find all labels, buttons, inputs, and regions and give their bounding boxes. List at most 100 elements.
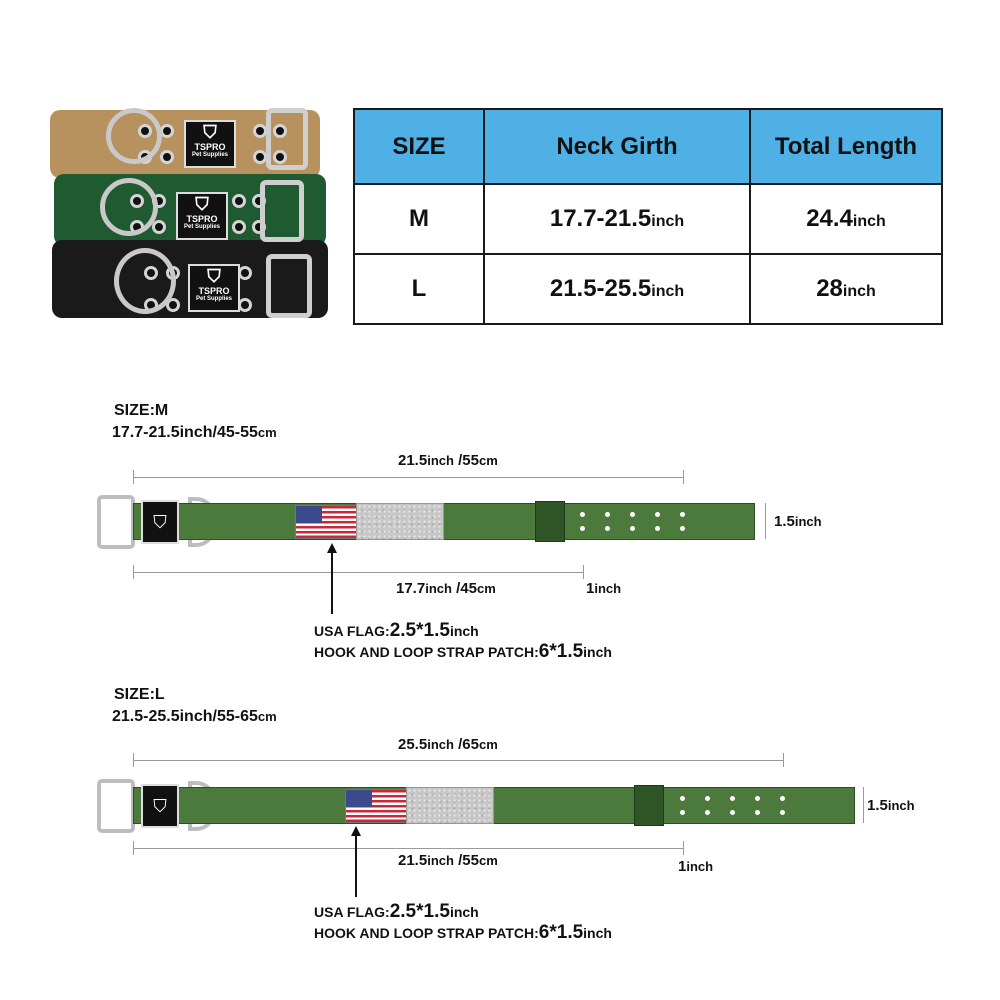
shield-icon: ⛉: [203, 122, 217, 142]
strap-hole: [630, 526, 635, 531]
hook-loop-patch: [406, 787, 494, 824]
dimension-tick: [133, 470, 134, 484]
grommet: [238, 298, 252, 312]
cell-size: L: [353, 253, 485, 325]
table-row: L 21.5-25.5inch 28inch: [353, 253, 943, 325]
grommet: [238, 266, 252, 280]
tag-sub: Pet Supplies: [183, 224, 220, 230]
strap-hole: [680, 796, 685, 801]
cell-length: 24.4inch: [749, 183, 943, 255]
strap-hole: [680, 512, 685, 517]
patch-size-label: HOOK AND LOOP STRAP PATCH:6*1.5inch: [314, 641, 612, 662]
strap-hole: [755, 796, 760, 801]
grommet: [232, 194, 246, 208]
strap-hole: [755, 810, 760, 815]
tag-sub: Pet Supplies: [195, 296, 232, 302]
strap-hole: [780, 810, 785, 815]
flag-icon: [296, 506, 356, 538]
header-size: SIZE: [353, 108, 485, 185]
product-photo: ⛉ TSPRO Pet Supplies ⛉ TSPRO Pet Supplie…: [48, 106, 338, 326]
dimension-line: [133, 760, 783, 761]
strap-hole: [705, 796, 710, 801]
strap-hole: [655, 526, 660, 531]
buckle: [266, 108, 308, 170]
strap-hole: [655, 512, 660, 517]
brand-tag-icon: ⛉: [141, 784, 179, 828]
cell-girth: 21.5-25.5inch: [483, 253, 751, 325]
collar-strap: [133, 503, 755, 540]
top-dimension-label: 21.5inch /55cm: [398, 452, 498, 469]
flag-icon: [346, 790, 406, 822]
width-dimension-label: 1.5inch: [867, 797, 915, 814]
grommet: [253, 124, 267, 138]
strap-hole: [580, 512, 585, 517]
grommet: [253, 150, 267, 164]
d-ring: [114, 248, 176, 314]
dimension-tick: [133, 565, 134, 579]
grommet: [160, 150, 174, 164]
cell-girth: 17.7-21.5inch: [483, 183, 751, 255]
tag-brand: TSPRO: [186, 214, 218, 224]
size-range: 17.7-21.5inch/45-55cm: [112, 424, 277, 441]
usa-flag-patch: [345, 789, 407, 823]
size-title: SIZE:M: [114, 402, 169, 419]
dimension-tick: [683, 470, 684, 484]
grommet: [232, 220, 246, 234]
strap-hole: [580, 526, 585, 531]
strap-hole: [780, 796, 785, 801]
header-neck-girth: Neck Girth: [483, 108, 751, 185]
arrow-shaft: [331, 552, 333, 614]
size-table-header-row: SIZE Neck Girth Total Length: [353, 108, 943, 185]
grommet: [152, 220, 166, 234]
strap-keeper: [634, 785, 664, 826]
size-title: SIZE:L: [114, 686, 165, 703]
brand-tag: ⛉ TSPRO Pet Supplies: [176, 192, 228, 240]
hook-loop-patch: [356, 503, 444, 540]
table-row: M 17.7-21.5inch 24.4inch: [353, 183, 943, 255]
arrow-shaft: [355, 835, 357, 897]
dimension-line: [133, 572, 583, 573]
strap-hole: [605, 526, 610, 531]
dimension-tick: [583, 565, 584, 579]
size-table: SIZE Neck Girth Total Length M 17.7-21.5…: [353, 108, 943, 325]
strap-hole: [730, 810, 735, 815]
buckle: [266, 254, 312, 318]
bottom-dimension-label: 17.7inch /45cm: [396, 580, 496, 597]
tag-brand: TSPRO: [198, 286, 230, 296]
width-tick: [765, 503, 766, 539]
buckle: [260, 180, 304, 242]
size-range: 21.5-25.5inch/55-65cm: [112, 708, 277, 725]
cell-size: M: [353, 183, 485, 255]
collar-strap: [133, 787, 855, 824]
tag-brand: TSPRO: [194, 142, 226, 152]
arrow-up-icon: [327, 543, 337, 553]
grommet: [160, 124, 174, 138]
top-dimension-label: 25.5inch /65cm: [398, 736, 498, 753]
tag-sub: Pet Supplies: [191, 152, 228, 158]
d-ring: [100, 178, 158, 236]
width-dimension-label: 1.5inch: [774, 513, 822, 530]
cell-length: 28inch: [749, 253, 943, 325]
flag-size-label: USA FLAG:2.5*1.5inch: [314, 620, 479, 641]
buckle-icon: [97, 779, 135, 833]
strap-hole: [630, 512, 635, 517]
buckle-icon: [97, 495, 135, 549]
gap-dimension-label: 1inch: [678, 858, 714, 875]
shield-icon: ⛉: [207, 266, 221, 286]
strap-hole: [605, 512, 610, 517]
flag-size-label: USA FLAG:2.5*1.5inch: [314, 901, 479, 922]
strap-hole: [705, 810, 710, 815]
brand-tag-icon: ⛉: [141, 500, 179, 544]
gap-dimension-label: 1inch: [586, 580, 622, 597]
dimension-tick: [133, 753, 134, 767]
usa-flag-patch: [295, 505, 357, 539]
header-total-length: Total Length: [749, 108, 943, 185]
d-ring: [106, 108, 162, 164]
dimension-line: [133, 477, 683, 478]
patch-size-label: HOOK AND LOOP STRAP PATCH:6*1.5inch: [314, 922, 612, 943]
dimension-line: [133, 848, 683, 849]
grommet: [273, 124, 287, 138]
grommet: [273, 150, 287, 164]
strap-hole: [730, 796, 735, 801]
width-tick: [863, 787, 864, 823]
